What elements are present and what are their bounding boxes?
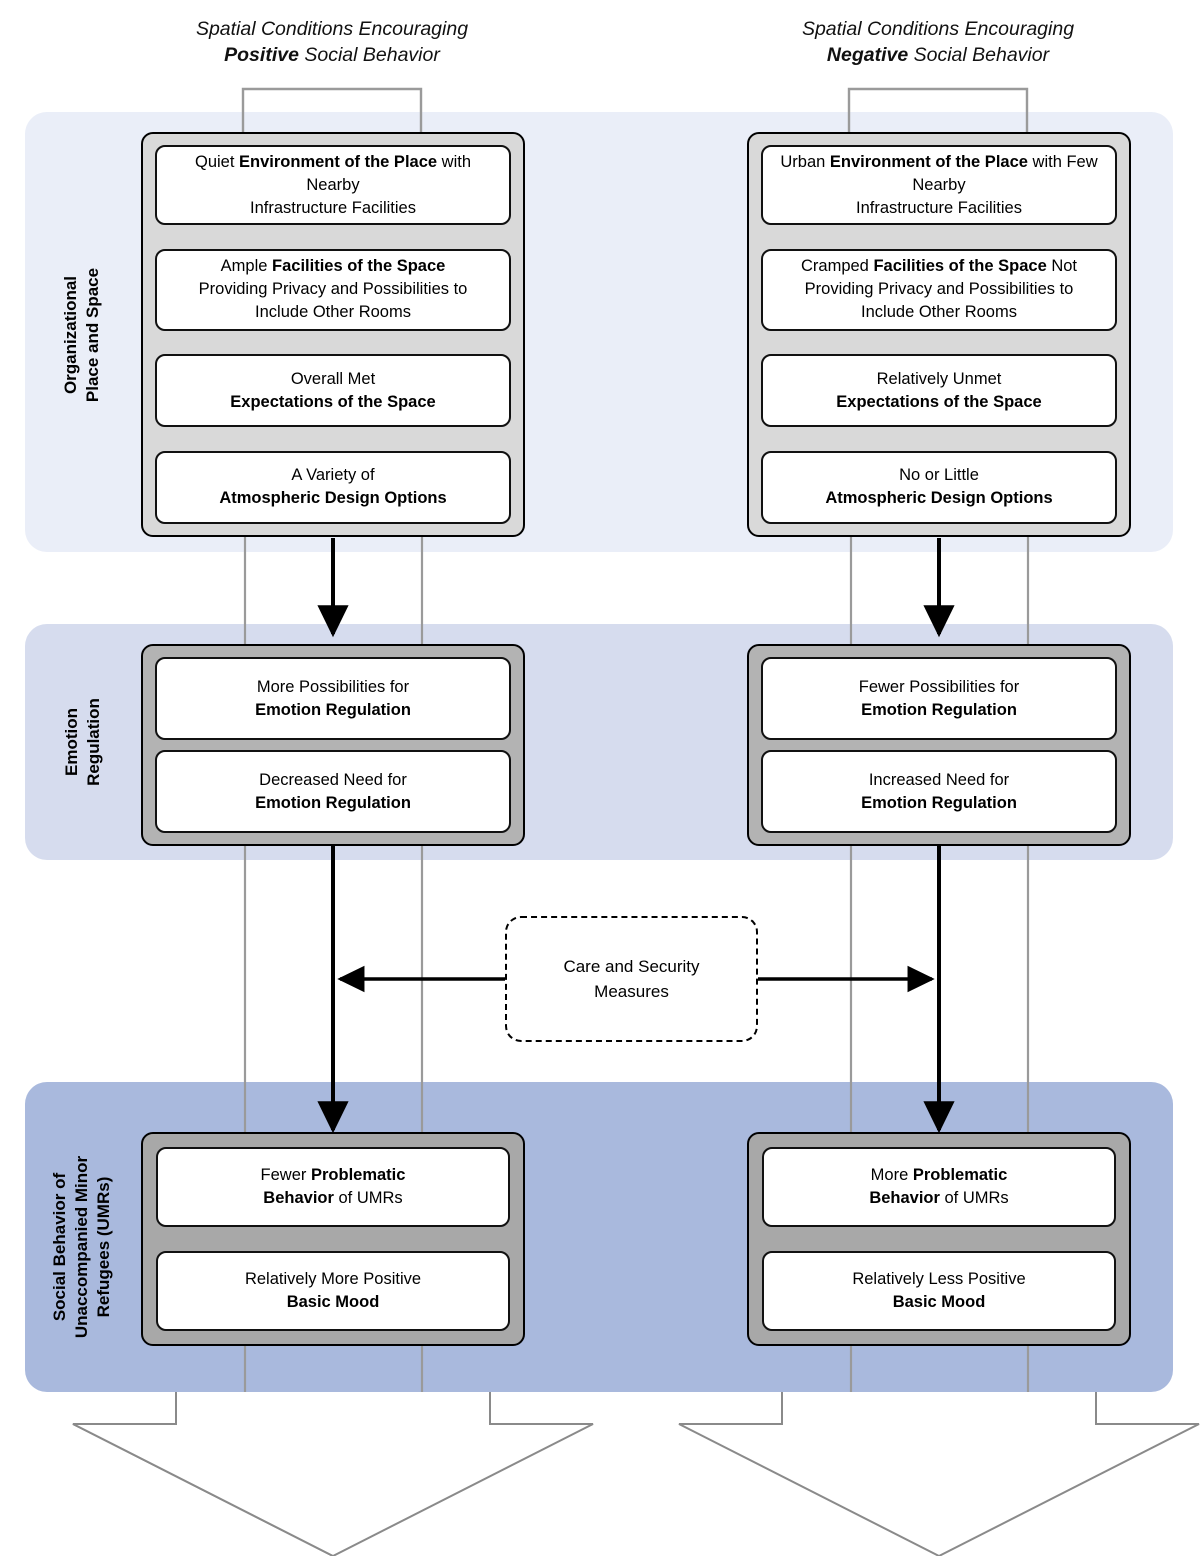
node-soc-left-1[interactable]: Fewer Problematic Behavior of UMRs (156, 1147, 510, 1227)
node-emo-left-2[interactable]: Decreased Need for Emotion Regulation (155, 750, 511, 833)
node-soc-right-2[interactable]: Relatively Less Positive Basic Mood (762, 1251, 1116, 1331)
node-soc-left-2-pre: Relatively More Positive (244, 1270, 422, 1288)
node-org-right-1-post: with Few Nearby Infrastructure Facilitie… (856, 152, 1098, 217)
node-org-left-3[interactable]: Overall Met Expectations of the Space (155, 354, 511, 428)
heading-right-line1: Spatial Conditions Encouraging (801, 18, 1075, 40)
node-org-left-4-bold: Atmospheric Design Options (219, 489, 447, 508)
node-emo-right-1[interactable]: Fewer Possibilities for Emotion Regulati… (761, 657, 1117, 740)
node-emo-right-2-bold: Emotion Regulation (861, 793, 1017, 812)
node-org-right-4-pre: No or Little (899, 466, 979, 485)
node-emo-right-2[interactable]: Increased Need for Emotion Regulation (761, 750, 1117, 833)
node-org-right-4-bold: Atmospheric Design Options (825, 489, 1053, 508)
group-organizational-left: Quiet Environment of the Place with Near… (141, 132, 525, 537)
group-emotion-right: Fewer Possibilities for Emotion Regulati… (747, 644, 1131, 846)
node-org-right-3-pre: Relatively Unmet (876, 369, 1002, 388)
node-org-left-2-post: Providing Privacy and Possibilities to I… (198, 280, 468, 322)
node-soc-left-1-bold: Problematic Behavior (263, 1166, 406, 1207)
node-emo-left-1[interactable]: More Possibilities for Emotion Regulatio… (155, 657, 511, 740)
column-heading-left: Spatial Conditions Encouraging Positive … (152, 16, 512, 68)
node-emo-left-2-bold: Emotion Regulation (255, 793, 411, 812)
node-org-right-1[interactable]: Urban Environment of the Place with Few … (761, 145, 1117, 225)
node-org-left-3-pre: Overall Met (290, 369, 376, 388)
heading-right-line2-rest: Social Behavior (908, 44, 1050, 66)
node-soc-right-1[interactable]: More Problematic Behavior of UMRs (762, 1147, 1116, 1227)
node-org-right-2-pre: Cramped (800, 257, 874, 276)
column-heading-right: Spatial Conditions Encouraging Negative … (758, 16, 1118, 68)
node-org-left-1-bold: Environment of the Place (239, 152, 438, 171)
node-org-right-4[interactable]: No or Little Atmospheric Design Options (761, 450, 1117, 524)
node-emo-left-2-pre: Decreased Need for (259, 770, 407, 789)
heading-left-line2-rest: Social Behavior (298, 44, 440, 66)
node-soc-right-1-bold: Problematic Behavior (869, 1166, 1008, 1207)
node-org-left-4[interactable]: A Variety of Atmospheric Design Options (155, 450, 511, 524)
group-emotion-left: More Possibilities for Emotion Regulatio… (141, 644, 525, 846)
node-soc-left-2-bold: Basic Mood (286, 1293, 380, 1311)
row-label-social: Social Behavior of Unaccompanied Minor R… (50, 1155, 113, 1339)
node-emo-right-1-pre: Fewer Possibilities for (858, 677, 1020, 696)
node-soc-left-1-post: of UMRs (333, 1189, 403, 1207)
row-label-emotion: Emotion Regulation (62, 698, 103, 786)
heading-right-emphasis: Negative (826, 44, 909, 66)
node-emo-right-2-pre: Increased Need for (868, 770, 1010, 789)
node-emo-left-1-pre: More Possibilities for (256, 677, 410, 696)
heading-left-line1: Spatial Conditions Encouraging (195, 18, 469, 40)
group-social-right: More Problematic Behavior of UMRs Relati… (747, 1132, 1131, 1346)
node-org-right-2[interactable]: Cramped Facilities of the Space Not Prov… (761, 248, 1117, 331)
node-org-left-2[interactable]: Ample Facilities of the Space Providing … (155, 248, 511, 331)
node-org-right-3-bold: Expectations of the Space (836, 392, 1042, 411)
node-org-left-1-post: with Nearby Infrastructure Facilities (250, 152, 471, 217)
node-org-left-3-bold: Expectations of the Space (230, 392, 436, 411)
node-soc-right-1-pre: More (870, 1166, 913, 1184)
group-social-left: Fewer Problematic Behavior of UMRs Relat… (141, 1132, 525, 1346)
group-organizational-right: Urban Environment of the Place with Few … (747, 132, 1131, 537)
node-emo-left-1-bold: Emotion Regulation (255, 700, 411, 719)
node-soc-left-2[interactable]: Relatively More Positive Basic Mood (156, 1251, 510, 1331)
heading-left-emphasis: Positive (224, 44, 299, 66)
row-label-organizational: Organizational Place and Space (61, 267, 102, 403)
node-org-right-2-bold: Facilities of the Space (873, 257, 1047, 276)
node-org-left-1-pre: Quiet (194, 152, 240, 171)
node-org-right-3[interactable]: Relatively Unmet Expectations of the Spa… (761, 354, 1117, 428)
node-org-left-4-pre: A Variety of (291, 466, 375, 485)
node-org-left-1[interactable]: Quiet Environment of the Place with Near… (155, 145, 511, 225)
node-org-left-2-pre: Ample (220, 257, 273, 276)
node-soc-right-1-post: of UMRs (939, 1189, 1009, 1207)
node-org-right-2-post: Not Providing Privacy and Possibilities … (804, 257, 1078, 322)
node-soc-left-1-pre: Fewer (260, 1166, 311, 1184)
node-soc-right-2-bold: Basic Mood (892, 1293, 986, 1311)
node-org-right-1-bold: Environment of the Place (829, 152, 1028, 171)
node-soc-right-2-pre: Relatively Less Positive (852, 1270, 1026, 1288)
node-emo-right-1-bold: Emotion Regulation (861, 700, 1017, 719)
moderator-care-and-security[interactable]: Care and Security Measures (505, 916, 758, 1042)
node-org-right-1-pre: Urban (780, 152, 830, 171)
node-org-left-2-bold: Facilities of the Space (272, 257, 446, 276)
